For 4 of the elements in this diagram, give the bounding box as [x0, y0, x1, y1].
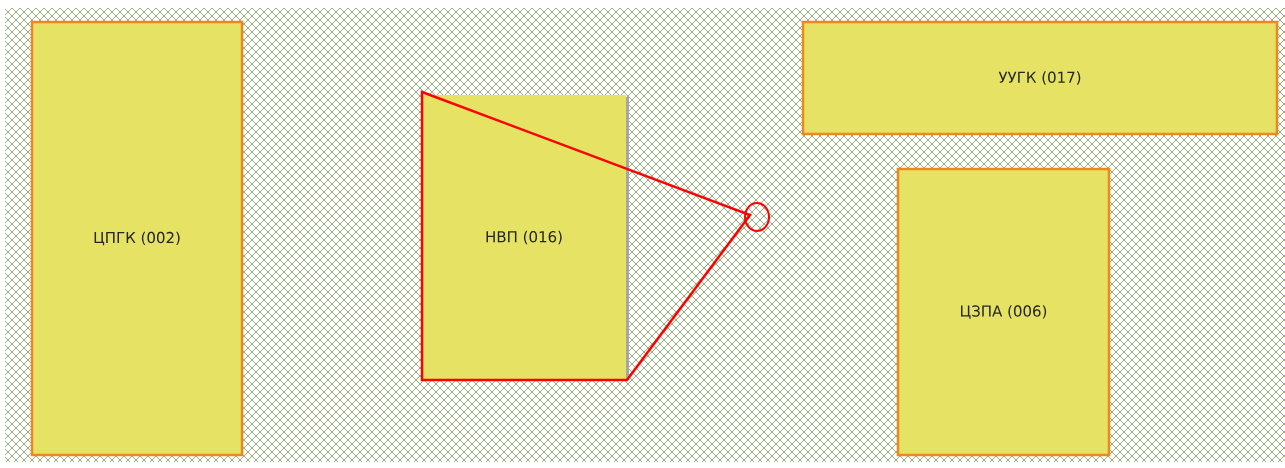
- process-box: УУГК (017): [801, 20, 1279, 136]
- process-box: НВП (016): [422, 95, 626, 380]
- process-box: ЦЗПА (006): [896, 167, 1111, 457]
- process-box: ЦПГК (002): [30, 20, 244, 457]
